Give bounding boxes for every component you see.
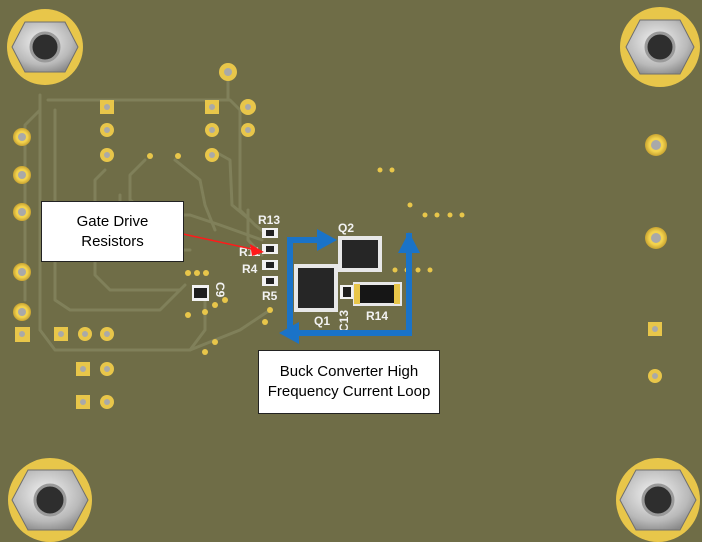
- silk-r5: R5: [262, 289, 278, 303]
- mosfet-q1: [294, 264, 338, 312]
- gate-drive-resistors: [262, 228, 278, 286]
- mounting-hole-top-left: [7, 9, 83, 85]
- left-connector-pads: [13, 128, 31, 342]
- mosfet-q2: [338, 236, 382, 272]
- component-pads: [54, 63, 465, 409]
- silk-r4: R4: [242, 262, 258, 276]
- capacitor-c13: [340, 285, 354, 299]
- silk-r14: R14: [366, 309, 388, 323]
- callout-line: Buck Converter High: [279, 363, 419, 380]
- mounting-hole-bottom-right: [616, 458, 700, 542]
- mounting-hole-top-right: [620, 7, 700, 87]
- silk-q1: Q1: [314, 314, 330, 328]
- silk-r13: R13: [258, 213, 280, 227]
- silk-c9: C9: [213, 282, 227, 298]
- callout-line: Gate Drive: [76, 213, 149, 230]
- silk-c13: C13: [337, 310, 351, 332]
- gate-callout-arrow: [182, 233, 264, 256]
- right-pads: [645, 134, 667, 383]
- gate-drive-resistors-callout: Gate Drive Resistors: [41, 201, 184, 262]
- mounting-hole-bottom-left: [8, 458, 92, 542]
- current-loop-arrowheads: [279, 229, 420, 344]
- callout-line: Resistors: [81, 233, 144, 250]
- silk-q2: Q2: [338, 221, 354, 235]
- current-loop-arrows: [287, 233, 412, 336]
- buck-converter-loop-callout: Buck Converter High Frequency Current Lo…: [258, 350, 440, 414]
- callout-line: Frequency Current Loop: [267, 383, 431, 400]
- capacitor-c9: [192, 285, 209, 301]
- resistor-r14: [353, 282, 402, 306]
